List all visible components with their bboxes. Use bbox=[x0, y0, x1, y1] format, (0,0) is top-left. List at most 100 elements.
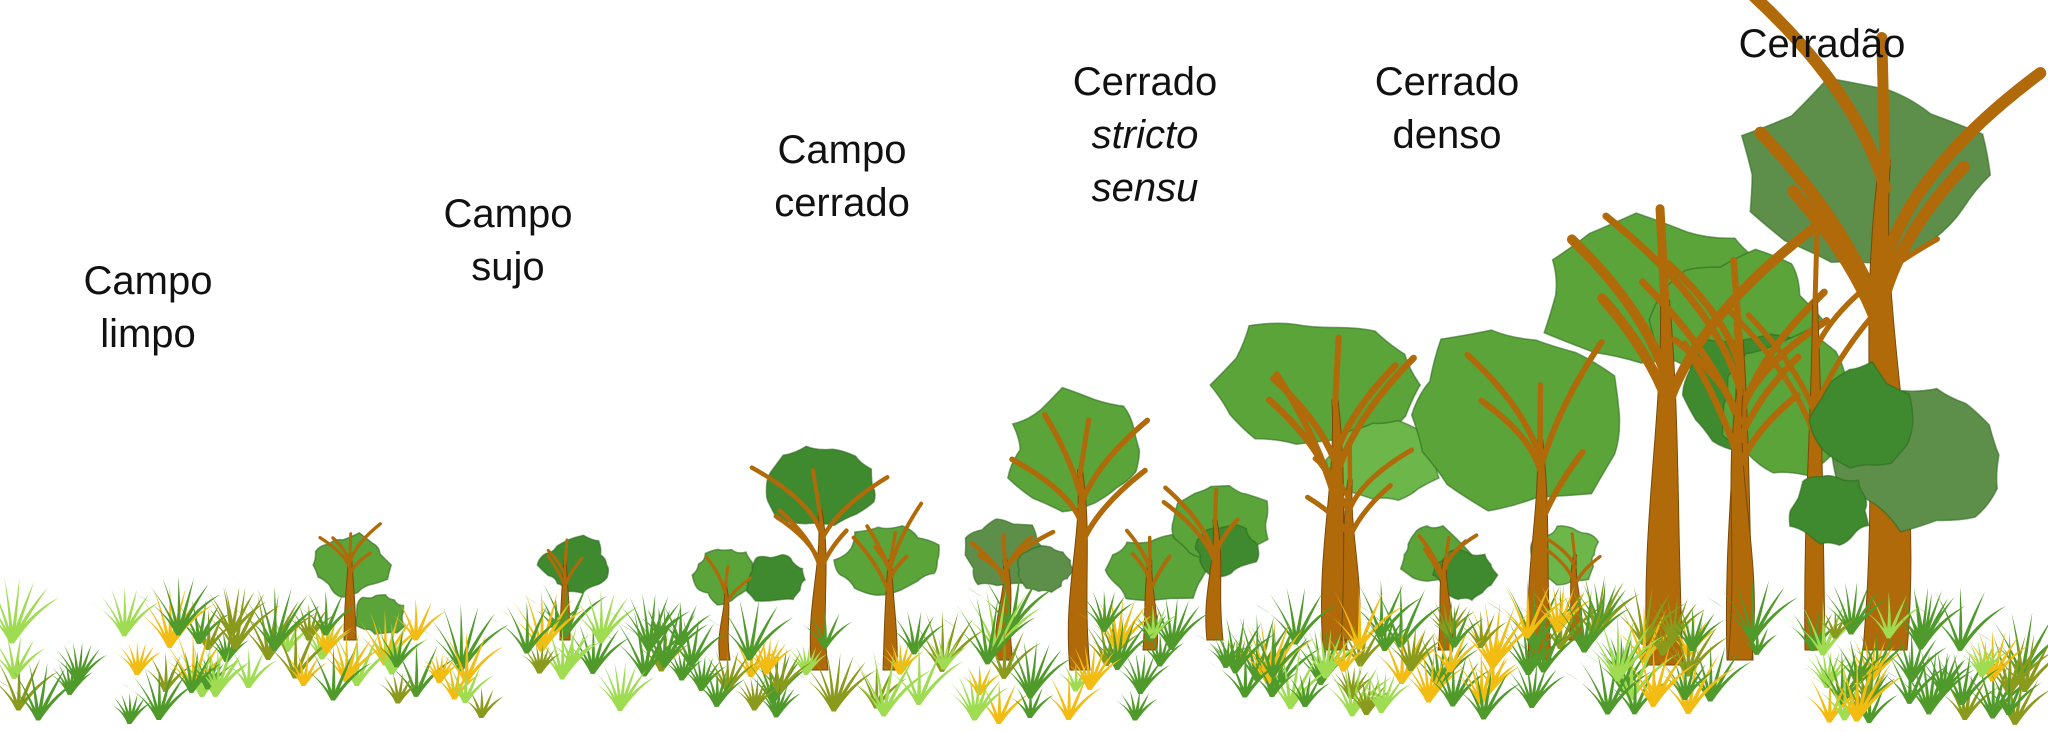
grass-blade bbox=[113, 651, 139, 676]
trunk-branch bbox=[1009, 456, 1083, 523]
grass-blade bbox=[1868, 651, 1903, 684]
grass-blade bbox=[2007, 654, 2048, 695]
grass-blade bbox=[449, 666, 468, 703]
grass-blade bbox=[617, 602, 651, 652]
grass-blade bbox=[134, 643, 146, 676]
grass-tuft bbox=[1955, 640, 2009, 677]
grass-blade bbox=[395, 675, 413, 704]
grass-blade bbox=[1447, 639, 1484, 673]
grass-blade bbox=[1888, 653, 1912, 704]
trunk-branch bbox=[1878, 67, 2047, 270]
grass-blade bbox=[774, 684, 788, 718]
trunk-branch bbox=[1812, 210, 1820, 307]
grass-blade bbox=[1398, 603, 1446, 648]
grass-tuft bbox=[562, 590, 639, 644]
grass-blade bbox=[894, 615, 917, 655]
grass-blade bbox=[1886, 605, 1923, 639]
grass-blade bbox=[1400, 659, 1431, 703]
grass-blade bbox=[1087, 651, 1115, 690]
grass-blade bbox=[981, 683, 1001, 724]
grass-blade bbox=[127, 702, 152, 724]
grass-blade bbox=[985, 604, 1019, 665]
grass-blade bbox=[1909, 631, 1914, 682]
grass-blade bbox=[1481, 682, 1522, 720]
grass-blade bbox=[1962, 645, 1984, 677]
grass-blade bbox=[1437, 608, 1457, 648]
grass-blade bbox=[1670, 613, 1695, 651]
grass-blade bbox=[331, 662, 373, 701]
grass-blade bbox=[1254, 634, 1305, 681]
grass-blade bbox=[191, 599, 201, 644]
grass-blade bbox=[967, 666, 982, 695]
grass-tuft bbox=[1538, 589, 1630, 653]
grass-blade bbox=[1453, 657, 1483, 705]
grass-blade bbox=[1682, 663, 1706, 700]
grass-blade bbox=[662, 624, 709, 668]
grass-blade bbox=[1427, 606, 1450, 638]
grass-blade bbox=[1833, 584, 1854, 635]
grass-blade bbox=[941, 646, 967, 670]
grass-blade bbox=[1958, 605, 2007, 651]
grass-blade bbox=[233, 605, 281, 650]
trunk-branch bbox=[1273, 371, 1339, 503]
trunk-branch bbox=[1443, 535, 1451, 566]
grass-blade bbox=[1599, 617, 1620, 682]
tree-canopy bbox=[1410, 329, 1621, 512]
grass-blade bbox=[1027, 694, 1054, 718]
grass-blade bbox=[2019, 644, 2048, 677]
grass-blade bbox=[1138, 659, 1163, 694]
grass-blade bbox=[1408, 628, 1426, 671]
grass-blade bbox=[1909, 638, 1937, 682]
grass-blade bbox=[1991, 618, 2024, 677]
label-campo-cerrado: Campo cerrado bbox=[774, 128, 910, 225]
grass-tuft bbox=[938, 597, 1036, 665]
grass-layer bbox=[0, 569, 2048, 725]
grass-blade bbox=[1508, 621, 1531, 676]
tree-trunk bbox=[1671, 319, 1802, 661]
grass-blade bbox=[1795, 689, 1832, 723]
grass-blade bbox=[506, 605, 529, 654]
grass-blade bbox=[223, 586, 234, 636]
grass-blade bbox=[1308, 631, 1328, 679]
grass-blade bbox=[1827, 652, 1844, 705]
grass-blade bbox=[324, 622, 345, 653]
grass-blade bbox=[994, 588, 1007, 652]
grass-blade bbox=[916, 661, 964, 705]
grass-blade bbox=[1615, 624, 1652, 682]
grass-blade bbox=[747, 605, 778, 661]
grass-blade bbox=[539, 598, 573, 652]
grass-blade bbox=[948, 680, 977, 721]
grass-tuft bbox=[988, 640, 1072, 699]
grass-blade bbox=[1027, 687, 1043, 718]
grass-blade bbox=[206, 621, 237, 650]
grass-blade bbox=[272, 588, 292, 651]
grass-blade bbox=[272, 605, 321, 651]
grass-blade bbox=[1750, 578, 1755, 642]
trunk-branch bbox=[888, 530, 898, 566]
grass-blade bbox=[1535, 590, 1563, 649]
grass-tuft bbox=[688, 667, 745, 707]
grass-blade bbox=[1541, 614, 1546, 673]
grass-blade bbox=[284, 625, 315, 652]
grass-blade bbox=[1343, 661, 1355, 717]
grass-blade bbox=[1854, 664, 1891, 722]
trunk-branch bbox=[1332, 334, 1342, 407]
grass-blade bbox=[233, 586, 246, 650]
grass-tuft bbox=[293, 590, 358, 636]
grass-blade bbox=[1023, 640, 1033, 699]
grass-blade bbox=[1001, 569, 1013, 631]
grass-blade bbox=[586, 592, 603, 644]
grass-blade bbox=[1099, 619, 1120, 670]
grass-blade bbox=[1799, 661, 1829, 688]
trunk-branch bbox=[1125, 528, 1152, 572]
grass-tuft bbox=[294, 645, 373, 701]
trunk-branch bbox=[1787, 185, 1892, 354]
grass-blade bbox=[1085, 624, 1109, 666]
grass-blade bbox=[1658, 627, 1690, 677]
grass-blade bbox=[996, 693, 1031, 724]
grass-blade bbox=[1251, 626, 1275, 678]
grass-blade bbox=[1672, 621, 1690, 677]
grass-blade bbox=[1597, 589, 1627, 631]
grass-blade bbox=[1641, 603, 1686, 645]
grass-blade bbox=[912, 615, 934, 655]
